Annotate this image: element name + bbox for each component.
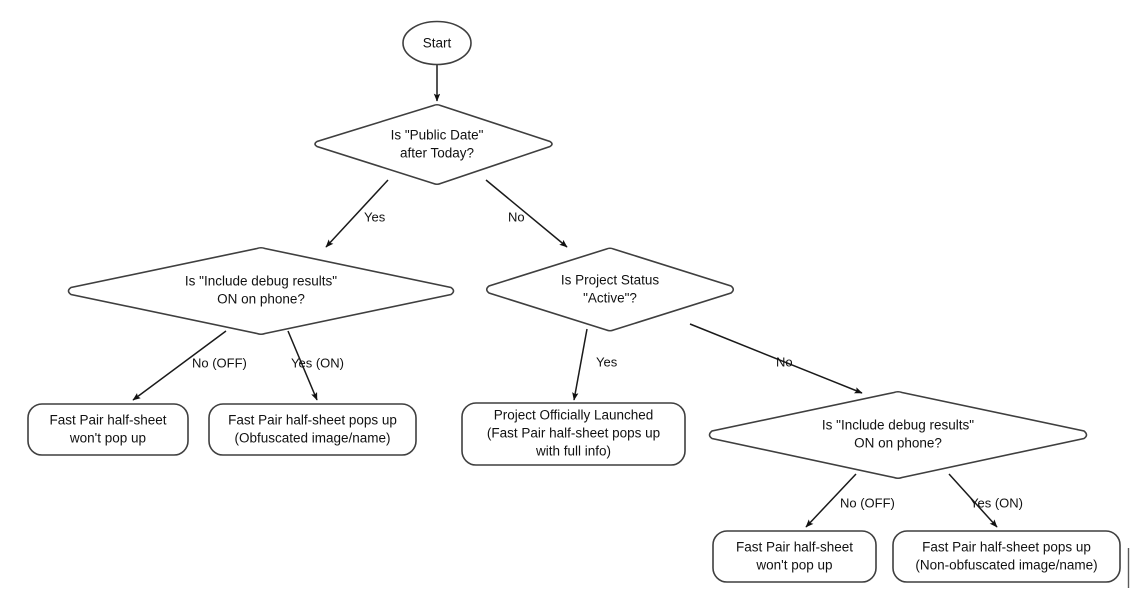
- edge-debug-right-on: [948, 473, 998, 528]
- node-question-debug-left[interactable]: Is "Include debug results" ON on phone?: [67, 246, 455, 336]
- node-output-left-on[interactable]: Fast Pair half-sheet pops up (Obfuscated…: [208, 403, 417, 456]
- left-on-box: [208, 403, 417, 456]
- debug-left-diamond: [67, 246, 455, 336]
- edge-label-debug-right-on: Yes (ON): [970, 495, 1023, 510]
- project-launched-line1: Project Officially Launched: [494, 408, 654, 423]
- right-off-box: [712, 530, 877, 583]
- edge-label-debug-left-off: No (OFF): [192, 355, 247, 370]
- left-off-box: [27, 403, 189, 456]
- edge-label-public-date-yes: Yes: [364, 209, 386, 224]
- edge-label-debug-right-off: No (OFF): [840, 495, 895, 510]
- debug-left-line1: Is "Include debug results": [185, 274, 337, 289]
- edge-project-status-no: [689, 323, 863, 394]
- debug-right-diamond: [708, 390, 1088, 480]
- project-launched-box: [461, 402, 686, 466]
- edge-label-public-date-no: No: [508, 209, 525, 224]
- edge-label-project-status-yes: Yes: [596, 354, 618, 369]
- project-launched-line2: (Fast Pair half-sheet pops up: [487, 426, 660, 441]
- edge-public-date-yes: [325, 179, 389, 248]
- left-on-line2: (Obfuscated image/name): [234, 431, 390, 446]
- project-launched-line3: with full info): [535, 444, 611, 459]
- start-label: Start: [423, 36, 452, 51]
- node-output-left-off[interactable]: Fast Pair half-sheet won't pop up: [27, 403, 189, 456]
- project-status-diamond: [485, 247, 735, 332]
- debug-right-line1: Is "Include debug results": [822, 418, 974, 433]
- edge-label-debug-left-on: Yes (ON): [291, 355, 344, 370]
- edge-label-project-status-no: No: [776, 354, 793, 369]
- public-date-line1: Is "Public Date": [391, 128, 484, 143]
- right-on-line1: Fast Pair half-sheet pops up: [922, 540, 1091, 555]
- debug-right-line2: ON on phone?: [854, 436, 942, 451]
- edge-labels-layer: Yes No No (OFF) Yes (ON) Yes No No (OFF)…: [192, 209, 1023, 510]
- edge-project-status-yes: [572, 328, 588, 401]
- node-start[interactable]: Start: [402, 20, 472, 66]
- node-question-project-status[interactable]: Is Project Status "Active"?: [485, 247, 735, 332]
- node-output-right-on[interactable]: Fast Pair half-sheet pops up (Non-obfusc…: [892, 530, 1121, 583]
- node-question-public-date[interactable]: Is "Public Date" after Today?: [314, 103, 553, 186]
- edge-debug-left-on: [287, 330, 318, 401]
- start-ellipse: [402, 20, 472, 66]
- project-status-line1: Is Project Status: [561, 273, 660, 288]
- left-on-line1: Fast Pair half-sheet pops up: [228, 413, 397, 428]
- node-question-debug-right[interactable]: Is "Include debug results" ON on phone?: [708, 390, 1088, 480]
- edge-public-date-no: [485, 179, 568, 248]
- edge-debug-left-off: [132, 330, 227, 401]
- left-off-line2: won't pop up: [69, 431, 146, 446]
- right-on-box: [892, 530, 1121, 583]
- right-off-line1: Fast Pair half-sheet: [736, 540, 853, 555]
- node-output-project-launched[interactable]: Project Officially Launched (Fast Pair h…: [461, 402, 686, 466]
- project-status-line2: "Active"?: [583, 291, 637, 306]
- public-date-line2: after Today?: [400, 146, 474, 161]
- edge-debug-right-off: [805, 473, 857, 528]
- public-date-diamond: [314, 103, 553, 186]
- right-off-line2: won't pop up: [755, 558, 832, 573]
- right-on-line2: (Non-obfuscated image/name): [915, 558, 1097, 573]
- edges-layer: [132, 64, 1130, 588]
- left-off-line1: Fast Pair half-sheet: [49, 413, 166, 428]
- node-output-right-off[interactable]: Fast Pair half-sheet won't pop up: [712, 530, 877, 583]
- debug-left-line2: ON on phone?: [217, 292, 305, 307]
